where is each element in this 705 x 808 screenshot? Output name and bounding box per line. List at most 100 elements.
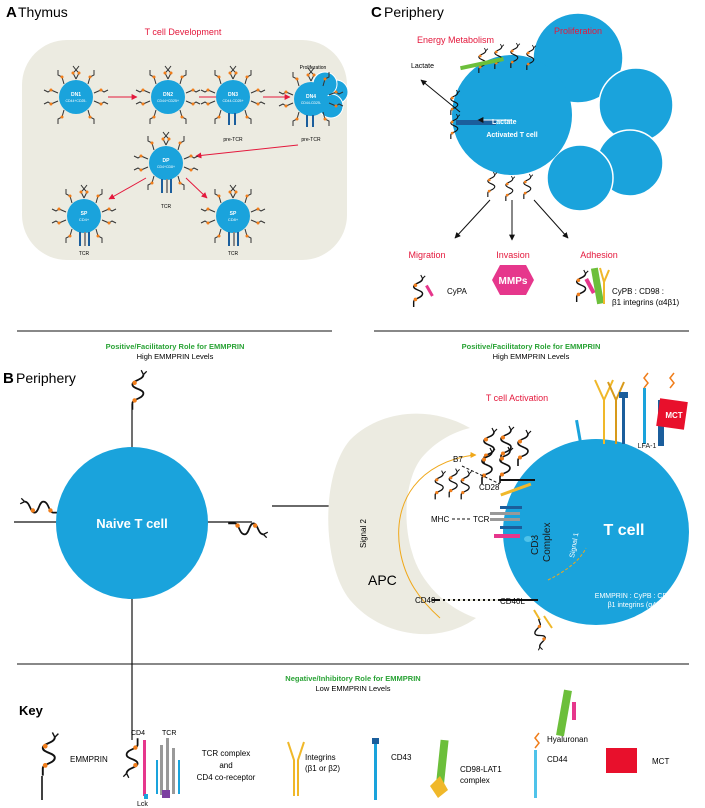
dn3-markers: CD44-CD25+ <box>222 99 243 103</box>
mct-transporter-c <box>456 120 496 125</box>
naive-t-cell <box>56 447 208 599</box>
sp8-markers: CD8+ <box>228 217 239 222</box>
sp-cd8-cell: SP CD8+ <box>200 184 266 246</box>
cd98-c <box>460 57 504 71</box>
b7-cd28-link <box>461 465 501 485</box>
cypa-label: CyPA <box>447 287 468 296</box>
panel-b-title: Periphery <box>16 370 76 386</box>
activated-t-cell-b <box>503 439 689 625</box>
dn4-label: DN4 <box>306 94 316 100</box>
dn4-dp-arrow <box>195 144 299 159</box>
dn1-cell: DN1 CD44+CD25- <box>43 65 109 125</box>
key-tcr-complex-1: TCR complex <box>202 749 250 758</box>
key-tcr-label: TCR <box>162 730 176 737</box>
lfa1-label: LFA-1 <box>638 443 657 450</box>
migration-arrow <box>454 199 491 239</box>
emmprin-complex-line-2: β1 integrins (α4β1) <box>608 602 667 609</box>
tcr-label-dp: TCR <box>161 204 172 210</box>
signal-2-path <box>398 454 475 619</box>
key-cd4-label: CD4 <box>131 730 145 737</box>
tcr-label-sp4: TCR <box>79 251 90 257</box>
key-lck-label: Lck <box>137 801 148 808</box>
key-integrin-icon <box>287 741 305 796</box>
tcr-complex-b <box>490 506 532 542</box>
key-cd98-icon <box>430 739 449 798</box>
emmprin-complex-line-1: EMMPRIN : CyPB : CD98 : <box>595 593 679 600</box>
panel-c-letter: C <box>371 4 382 21</box>
lactate-out-label: Lactate <box>411 63 434 70</box>
cd3-label: CD3 <box>530 535 541 555</box>
role-bottom-title: Negative/Inhibitory Role for EMMPRIN <box>285 674 420 683</box>
key-cd43-icon <box>372 738 379 800</box>
tcr-label-b: TCR <box>473 515 490 524</box>
dn4-markers: CD44-CD25- <box>301 101 322 105</box>
sp8-label: SP <box>230 211 237 217</box>
sp4-markers: CD4+ <box>79 217 90 222</box>
dp-label: DP <box>163 158 171 164</box>
naive-t-cell-label: Naive T cell <box>96 516 168 531</box>
cd3-complex-label: Complex <box>542 523 553 562</box>
dn4-cell: DN4 CD44-CD25- <box>278 67 349 127</box>
dn1-markers: CD44+CD25- <box>65 99 87 103</box>
cd40l-label: CD40L <box>500 597 525 606</box>
integrin-b <box>500 482 532 497</box>
energy-metabolism-label: Energy Metabolism <box>417 35 494 45</box>
panel-c-title: Periphery <box>384 4 444 20</box>
mct-label-b: MCT <box>665 411 682 420</box>
sp-cd4-cell: SP CD4+ <box>51 184 117 246</box>
dn3-label: DN3 <box>228 92 238 98</box>
apc-cell <box>328 413 476 635</box>
dp-sp8-arrow <box>185 177 208 199</box>
key-cd43-label: CD43 <box>391 753 412 762</box>
dn3-cell: DN3 CD44-CD25+ <box>200 65 266 125</box>
dn2-label: DN2 <box>163 92 173 98</box>
key-tcr-complex-2: and <box>219 761 232 770</box>
mmps-hexagon <box>492 265 534 295</box>
role-right-title: Positive/Facilitatory Role for EMMPRIN <box>462 342 601 351</box>
key-integrins-1: Integrins <box>305 753 336 762</box>
tcr-label-sp8: TCR <box>228 251 239 257</box>
t-cell-development-label: T cell Development <box>145 27 222 37</box>
lactate-in-label: Lactate <box>492 119 517 126</box>
key-cd44-icon <box>534 732 540 798</box>
t-cell-activation-label: T cell Activation <box>486 393 548 403</box>
key-hyaluronan-label: Hyaluronan <box>547 735 588 744</box>
role-bottom-sub: Low EMMPRIN Levels <box>315 684 390 693</box>
pre-tcr-label-2: pre-TCR <box>301 137 321 143</box>
t-cell-surface-molecules <box>533 372 688 737</box>
sp4-label: SP <box>81 211 88 217</box>
dp-cell: DP CD4+CD8+ <box>133 131 199 193</box>
signal-1-label: Signal 1 <box>569 532 580 558</box>
t-cell-label: T cell <box>604 522 645 539</box>
dn1-label: DN1 <box>71 92 81 98</box>
key-integrins-2: (β1 or β2) <box>305 764 340 773</box>
panel-b-letter: B <box>3 370 14 387</box>
role-left-title: Positive/Facilitatory Role for EMMPRIN <box>106 342 245 351</box>
dn2-cell: DN2 CD44+CD25+ <box>135 65 201 125</box>
adhesion-label: Adhesion <box>580 250 618 260</box>
lactate-out-arrow <box>420 79 461 113</box>
key-tcr-complex-3: CD4 co-receptor <box>197 773 256 782</box>
dp-sp4-arrow <box>108 177 147 200</box>
adhesion-complex <box>575 267 610 305</box>
key-cd98-1: CD98-LAT1 <box>460 765 502 774</box>
dp-markers: CD4+CD8+ <box>157 165 175 169</box>
role-left-sub: High EMMPRIN Levels <box>137 352 214 361</box>
key-emmprin-icon <box>41 731 60 777</box>
invasion-label: Invasion <box>496 250 530 260</box>
key-cd98-2: complex <box>460 776 490 785</box>
dn2-markers: CD44+CD25+ <box>157 99 179 103</box>
thymus-background <box>22 40 347 260</box>
cypb-line-1: CyPB : CD98 : <box>612 287 664 296</box>
activated-t-cell <box>452 55 572 175</box>
key-emmprin-label: EMMPRIN <box>70 755 108 764</box>
panel-a-letter: A <box>6 4 17 21</box>
key-mct-icon <box>606 748 637 773</box>
cd40-label: CD40 <box>415 596 436 605</box>
migration-label: Migration <box>408 250 445 260</box>
proliferation-label-c: Proliferation <box>554 26 602 36</box>
pre-tcr-label-1: pre-TCR <box>223 137 243 143</box>
adhesion-arrow <box>533 199 569 239</box>
panel-a-title: Thymus <box>18 4 68 20</box>
